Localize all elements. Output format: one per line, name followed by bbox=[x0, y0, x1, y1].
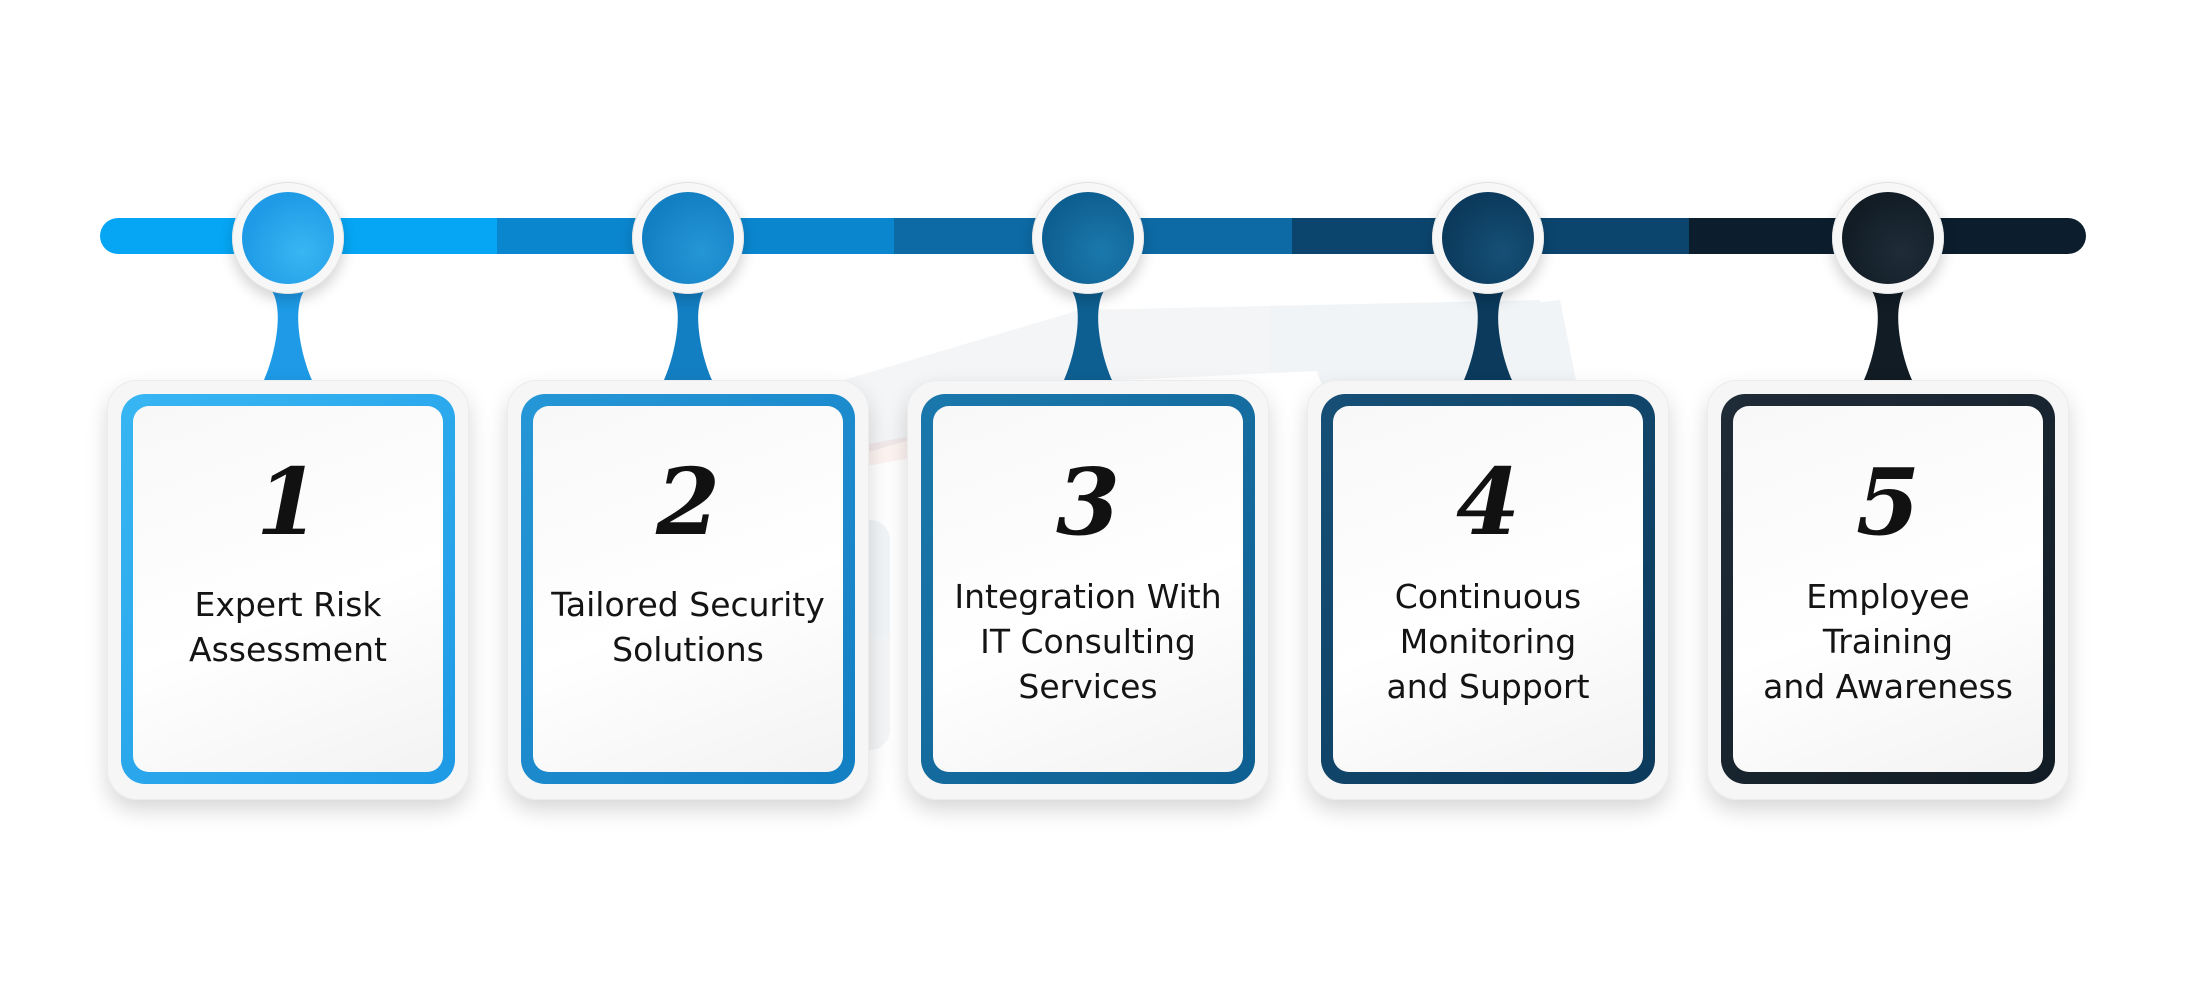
step-label: Tailored Security Solutions bbox=[551, 585, 825, 669]
step-connector bbox=[1464, 288, 1512, 380]
step-label: Employee Training and Awareness bbox=[1763, 577, 2013, 706]
step-node-fill bbox=[642, 192, 734, 284]
step-connector bbox=[264, 288, 312, 380]
step-node bbox=[1832, 182, 1944, 294]
step-number: 4 bbox=[1455, 448, 1520, 556]
step-node bbox=[1432, 182, 1544, 294]
step-connector bbox=[664, 288, 712, 380]
step-node-fill bbox=[1042, 192, 1134, 284]
step-node bbox=[1032, 182, 1144, 294]
step-label: Integration With IT Consulting Services bbox=[954, 577, 1222, 706]
step-number: 2 bbox=[655, 448, 720, 556]
step-label: Continuous Monitoring and Support bbox=[1386, 577, 1590, 706]
step-node-fill bbox=[1842, 192, 1934, 284]
step-number: 3 bbox=[1055, 448, 1120, 556]
step-number: 1 bbox=[255, 448, 320, 556]
step-node-fill bbox=[242, 192, 334, 284]
step-connector bbox=[1064, 288, 1112, 380]
step-label: Expert Risk Assessment bbox=[189, 585, 387, 669]
step-node bbox=[232, 182, 344, 294]
step-node-fill bbox=[1442, 192, 1534, 284]
step-node bbox=[632, 182, 744, 294]
step-connector bbox=[1864, 288, 1912, 380]
step-number: 5 bbox=[1855, 448, 1920, 556]
